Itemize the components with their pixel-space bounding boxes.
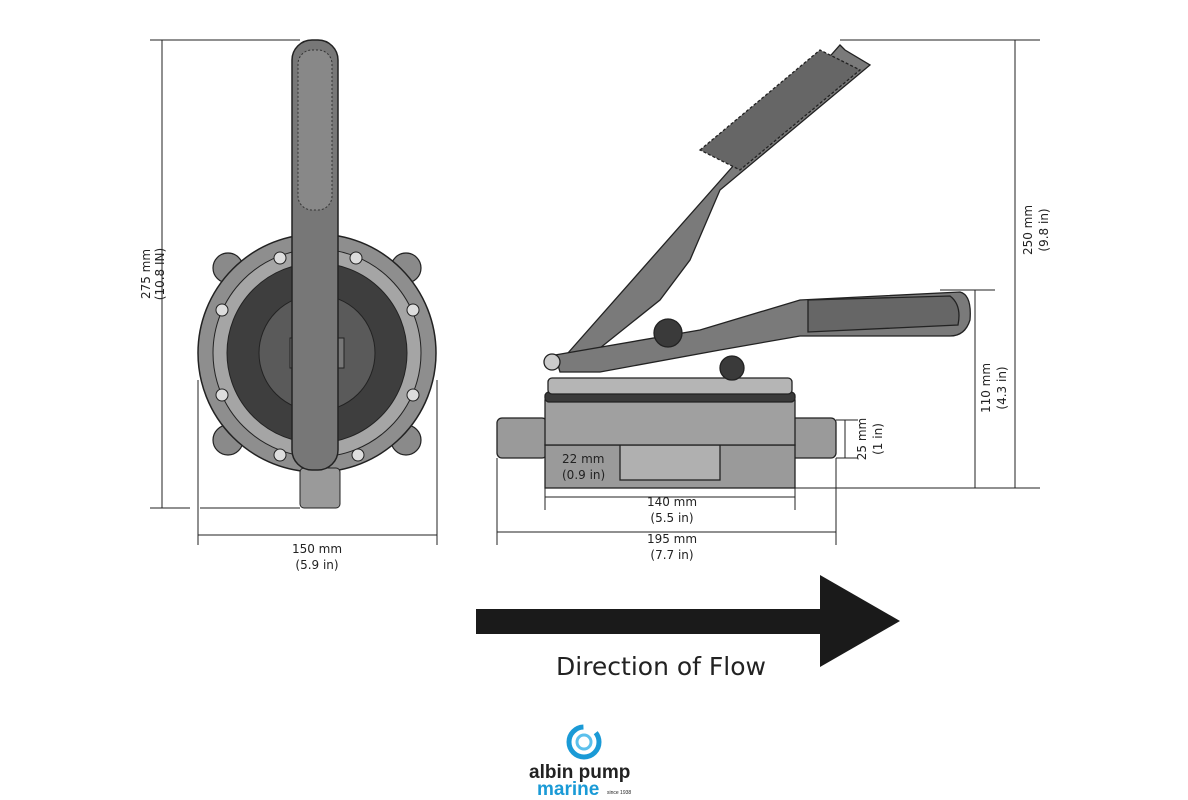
pump-front-view: [197, 39, 437, 509]
port-diameter-in: (1 in): [871, 423, 885, 455]
svg-text:since 1938: since 1938: [607, 790, 631, 796]
front-width-in: (5.9 in): [295, 558, 338, 572]
svg-text:albin pump: albin pump: [529, 762, 630, 783]
base-height-mm: 22 mm: [562, 452, 604, 466]
lever-height-in: (4.3 in): [995, 366, 1009, 409]
lever-height-mm: 110 mm: [979, 363, 993, 413]
base-height-in: (0.9 in): [562, 468, 605, 482]
side-height-mm: 250 mm: [1021, 205, 1035, 255]
flow-arrow-icon: [476, 575, 900, 667]
pump-side-view: [496, 44, 971, 489]
base-length-in: (5.5 in): [650, 511, 693, 525]
total-length-in: (7.7 in): [650, 548, 693, 562]
front-height-in: (10.8 IN): [153, 248, 167, 300]
front-height-mm: 275 mm: [139, 249, 153, 299]
total-length-mm: 195 mm: [647, 532, 697, 546]
front-dimension-lines: [150, 39, 438, 545]
front-width-mm: 150 mm: [292, 542, 342, 556]
dimension-labels: 275 mm (10.8 IN) 150 mm (5.9 in) 250 mm …: [139, 205, 1051, 572]
side-height-in: (9.8 in): [1037, 208, 1051, 251]
svg-text:marine: marine: [537, 779, 599, 800]
base-length-mm: 140 mm: [647, 495, 697, 509]
flow-label: Direction of Flow: [556, 652, 766, 681]
port-diameter-mm: 25 mm: [855, 418, 869, 460]
side-dimension-lines: [496, 39, 1040, 545]
albin-pump-logo: albin pump marine since 1938: [529, 724, 631, 800]
